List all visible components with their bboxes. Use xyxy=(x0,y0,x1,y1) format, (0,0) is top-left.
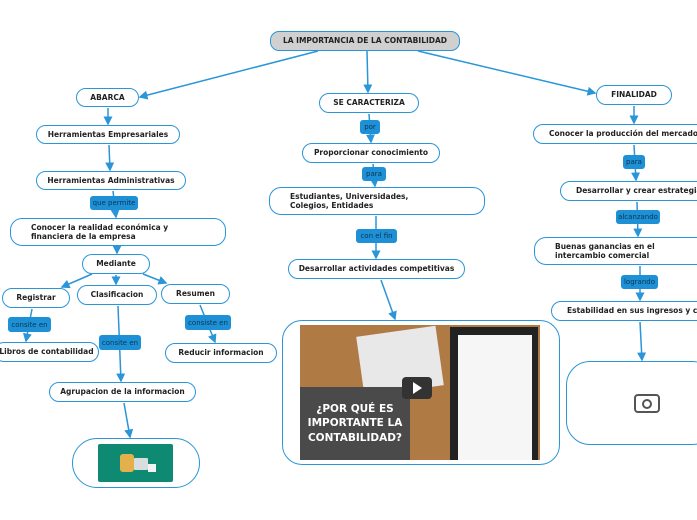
node-abarca[interactable]: ABARCA xyxy=(76,88,139,107)
node-buenas-ganancias[interactable]: Buenas ganancias en el intercambio comer… xyxy=(534,237,697,265)
accounting-illustration-image xyxy=(98,444,173,482)
label-para[interactable]: para xyxy=(362,167,386,181)
label-consiste-en[interactable]: consiste en xyxy=(185,315,231,330)
video-thumbnail[interactable]: ¿POR QUÉ ES IMPORTANTE LA CONTABILIDAD? xyxy=(300,325,540,460)
node-conocer-realidad[interactable]: Conocer la realidad económica y financie… xyxy=(10,218,226,246)
label-para[interactable]: para xyxy=(623,155,645,169)
node-herramientas-empresariales[interactable]: Herramientas Empresariales xyxy=(36,125,180,144)
label-por[interactable]: por xyxy=(360,120,380,134)
node-finalidad[interactable]: FINALIDAD xyxy=(596,85,672,105)
node-registrar[interactable]: Registrar xyxy=(2,288,70,308)
label-que-permite[interactable]: que permite xyxy=(90,196,138,210)
node-proporcionar-conocimiento[interactable]: Proporcionar conocimiento xyxy=(302,143,440,163)
node-video[interactable]: ¿POR QUÉ ES IMPORTANTE LA CONTABILIDAD? xyxy=(282,320,560,465)
play-icon[interactable] xyxy=(402,377,432,399)
label-con-el-fin[interactable]: con el fin xyxy=(356,229,397,243)
node-desarrollar-estrategias[interactable]: Desarrollar y crear estrategias xyxy=(560,181,697,201)
node-agrupacion[interactable]: Agrupacion de la informacion xyxy=(49,382,196,402)
node-estabilidad[interactable]: Estabilidad en sus ingresos y capital xyxy=(551,301,697,321)
node-desarrollar-actividades[interactable]: Desarrollar actividades competitivas xyxy=(288,259,465,279)
label-consite-en[interactable]: consite en xyxy=(99,335,141,350)
node-image-placeholder[interactable] xyxy=(566,361,697,445)
root-topic[interactable]: LA IMPORTANCIA DE LA CONTABILIDAD xyxy=(270,31,460,51)
node-mediante[interactable]: Mediante xyxy=(82,254,150,274)
node-resumen[interactable]: Resumen xyxy=(161,284,230,304)
label-alcanzando[interactable]: alcanzando xyxy=(616,210,660,224)
video-title: ¿POR QUÉ ES IMPORTANTE LA CONTABILIDAD? xyxy=(300,387,410,460)
node-conocer-produccion[interactable]: Conocer la producción del mercado labora… xyxy=(533,124,697,144)
label-consite-en[interactable]: consite en xyxy=(8,317,51,332)
node-estudiantes[interactable]: Estudiantes, Universidades, Colegios, En… xyxy=(269,187,485,215)
camera-icon xyxy=(634,394,660,413)
node-image[interactable] xyxy=(72,438,200,488)
node-clasificacion[interactable]: Clasificacion xyxy=(77,285,157,305)
node-herramientas-administrativas[interactable]: Herramientas Administrativas xyxy=(36,171,186,190)
label-logrando[interactable]: logrando xyxy=(621,275,658,289)
node-libros-contabilidad[interactable]: Libros de contabilidad xyxy=(0,342,99,362)
node-se-caracteriza[interactable]: SE CARACTERIZA xyxy=(319,93,419,113)
node-reducir-informacion[interactable]: Reducir informacion xyxy=(165,343,277,363)
